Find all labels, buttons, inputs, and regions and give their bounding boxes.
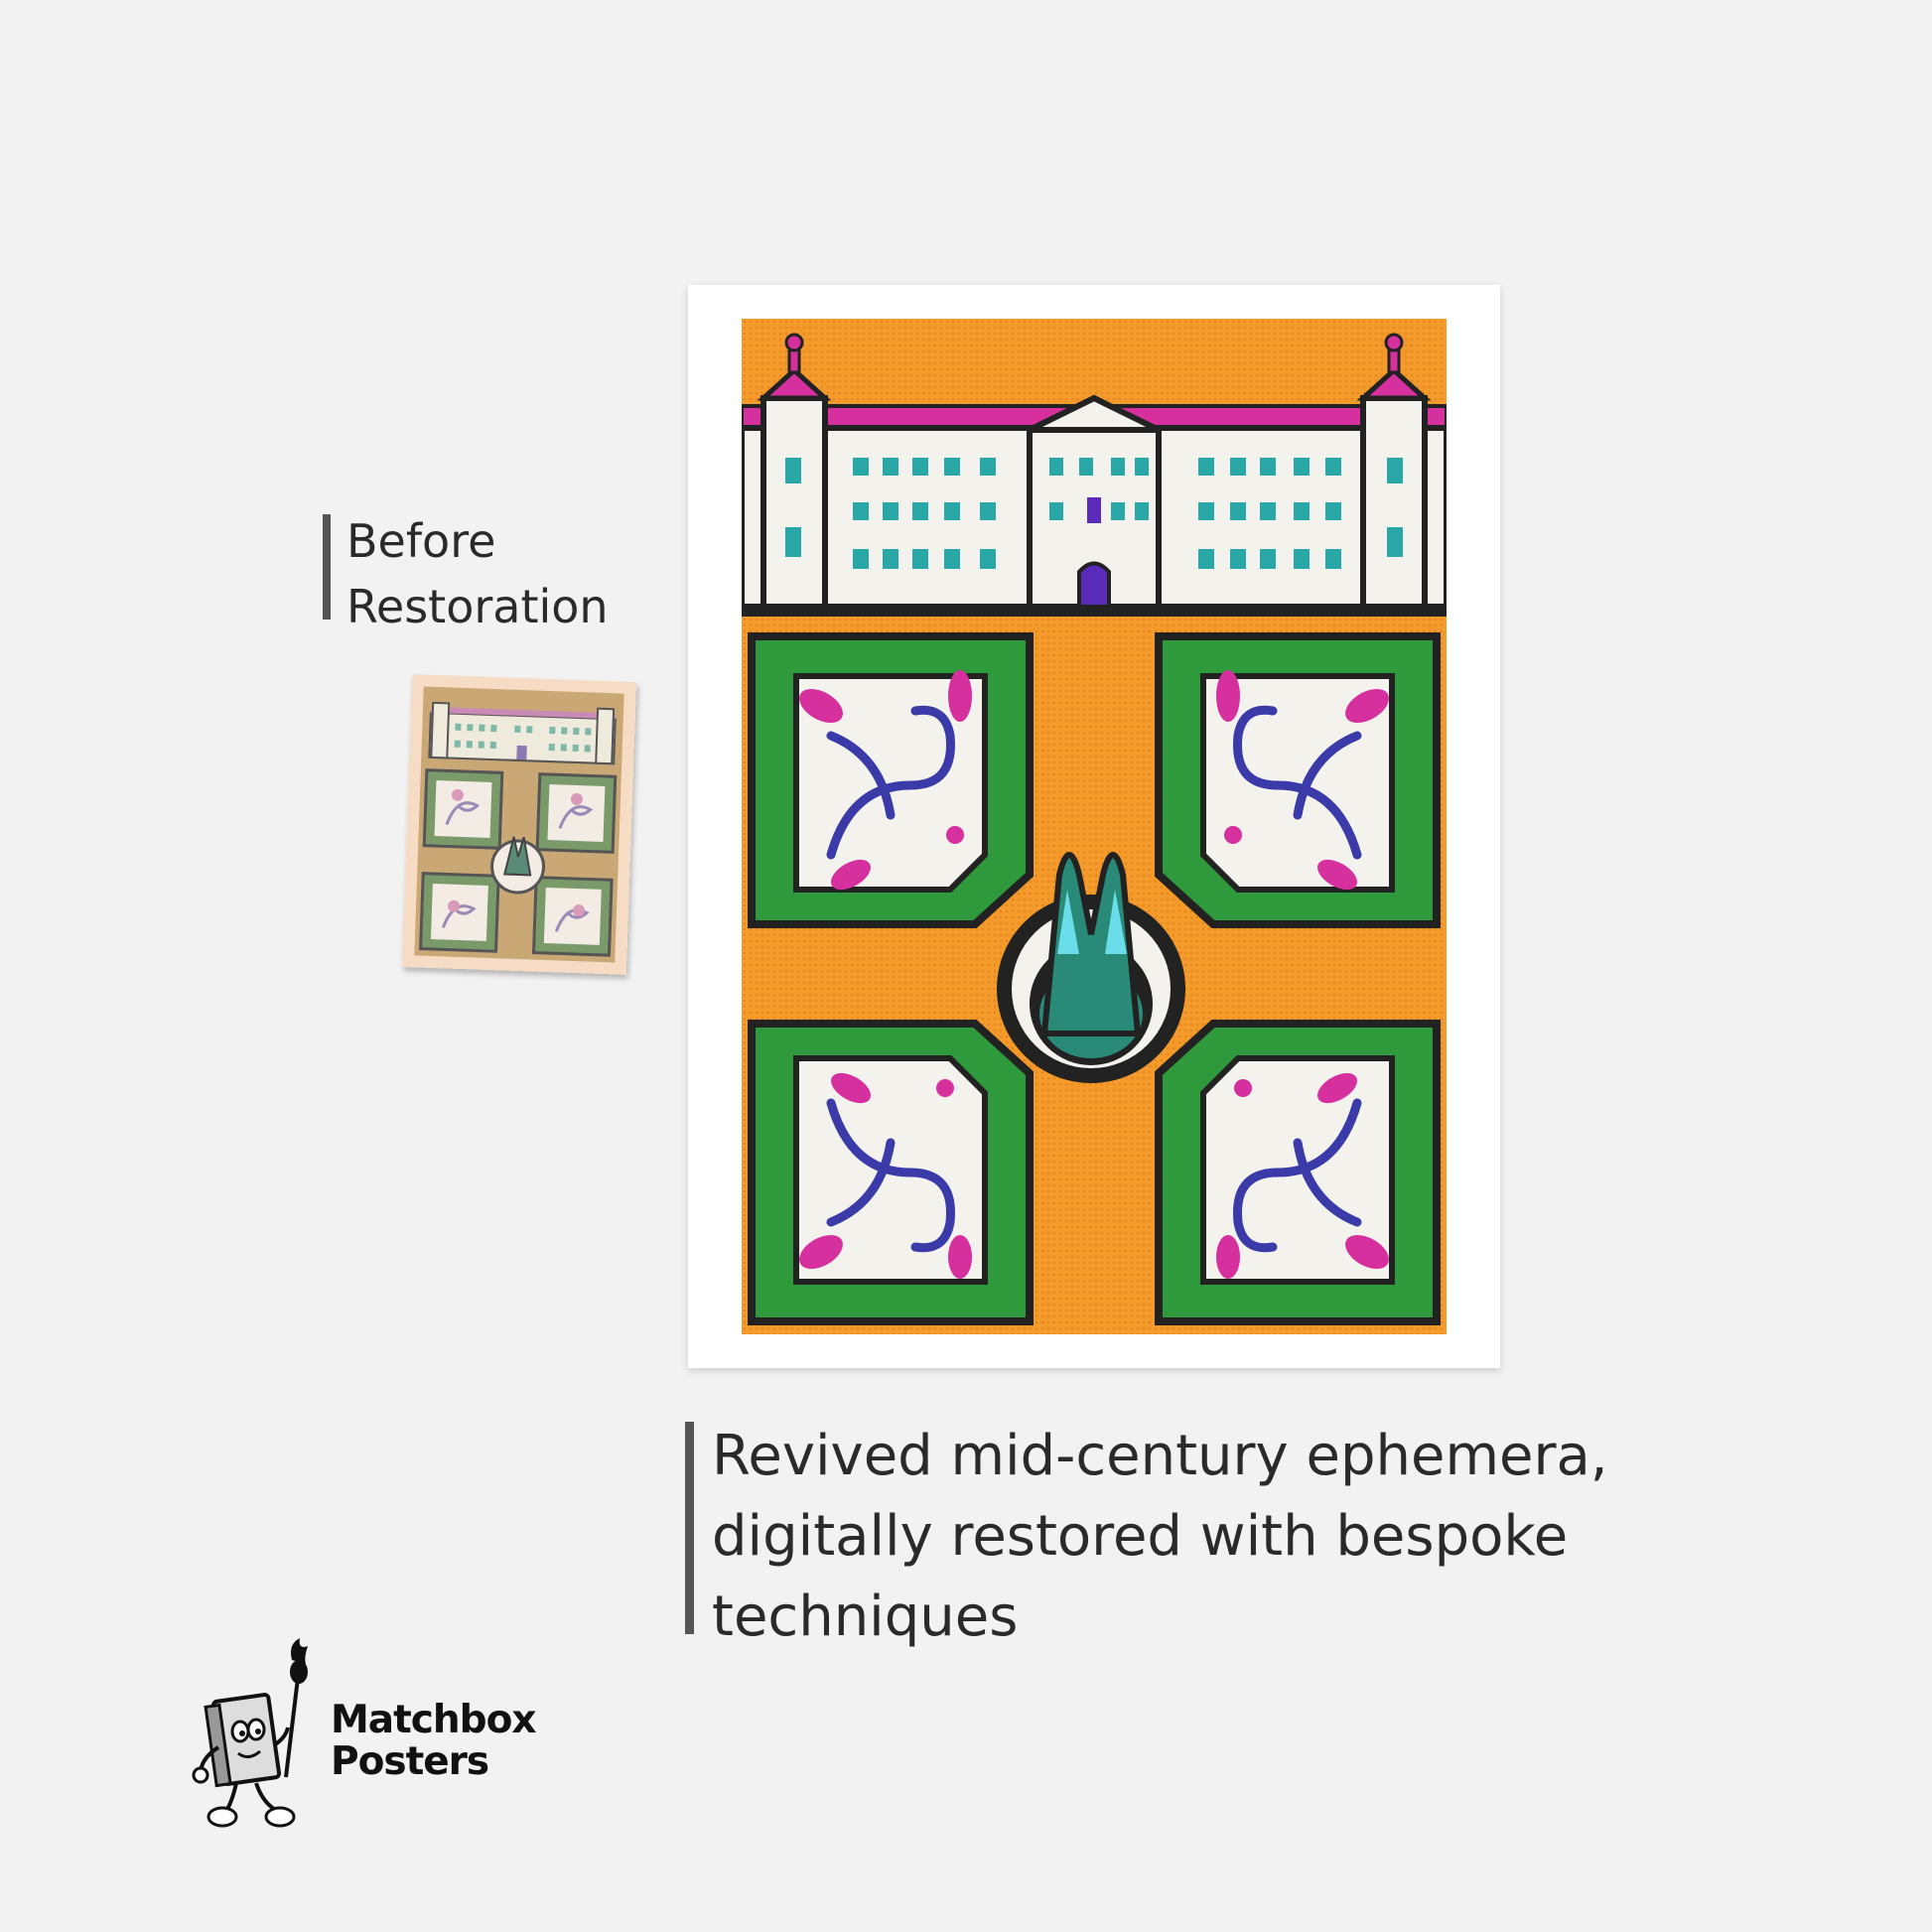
restored-poster-frame	[688, 285, 1500, 1368]
caption-block: Revived mid-century ephemera, digitally …	[685, 1422, 1638, 1649]
petal-ornaments	[799, 670, 1389, 1279]
before-restoration-thumbnail	[401, 674, 637, 975]
before-restoration-label: Before Restoration	[323, 514, 660, 633]
central-fountain	[997, 852, 1185, 1083]
caption-line1: Revived mid-century ephemera,	[712, 1424, 1608, 1488]
matchbox-mascot-logo-icon	[192, 1638, 308, 1828]
caption-accent-bar	[685, 1422, 694, 1634]
brand-name-line2: Posters	[331, 1739, 489, 1784]
before-label-line2: Restoration	[346, 580, 609, 633]
matchbox-posters-logo: Matchbox Posters	[189, 1638, 546, 1837]
before-label-text: Before Restoration	[346, 508, 609, 639]
caption-line3: techniques	[712, 1585, 1019, 1649]
before-label-accent-bar	[323, 514, 331, 620]
before-thumbnail-image	[401, 674, 637, 975]
caption-line2: digitally restored with bespoke	[712, 1504, 1569, 1569]
before-label-line1: Before	[346, 514, 496, 568]
restored-poster-artwork	[742, 319, 1447, 1334]
caption-text: Revived mid-century ephemera, digitally …	[712, 1416, 1625, 1657]
palace-building	[742, 333, 1447, 617]
flower-ornaments	[826, 705, 1362, 1253]
brand-name: Matchbox Posters	[331, 1698, 537, 1784]
brand-name-line1: Matchbox	[331, 1698, 537, 1742]
